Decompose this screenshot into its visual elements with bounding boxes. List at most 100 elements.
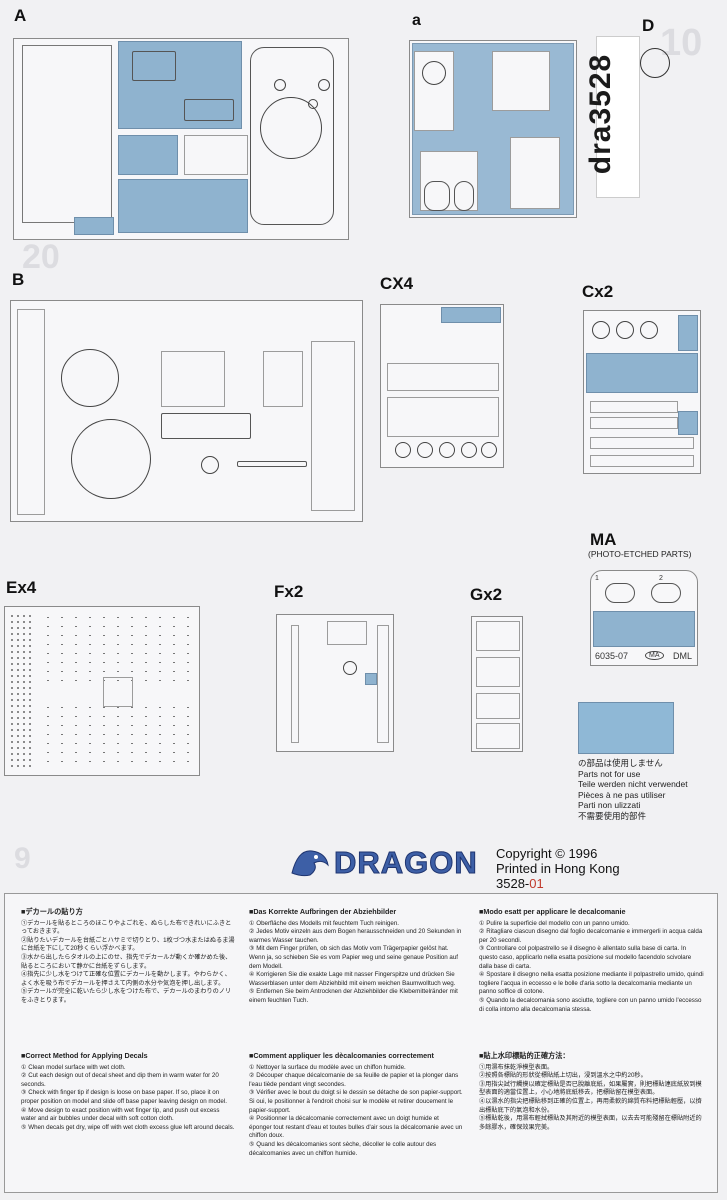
sprue-part xyxy=(41,613,191,683)
instruction-step: ③ Controllare col polpastrello se il dis… xyxy=(479,945,692,970)
sprue-part xyxy=(308,99,318,109)
product-code: 3528-01 xyxy=(496,876,620,891)
instruction-step: ⑤標貼乾後，用濕布輕拭標貼及其附近的模型表面，以去去可能殘留在標貼附近的多餘膠水… xyxy=(479,1115,702,1131)
not-for-use-it: Parti non ulizzati xyxy=(578,800,641,810)
background-number: 20 xyxy=(22,238,60,276)
fret-number-2: 2 xyxy=(659,575,663,582)
sprue-label-a: A xyxy=(14,6,27,25)
sprue-label-d: D xyxy=(642,16,655,35)
sprue-e-x4 xyxy=(4,606,200,776)
dragon-logo: DRAGON xyxy=(288,843,488,883)
sprue-part xyxy=(9,613,33,769)
printed-in-line: Printed in Hong Kong xyxy=(496,861,620,876)
instruction-step: ⑤ Entfernen Sie beim Antrocknen der Abzi… xyxy=(249,988,458,1004)
sprue-part xyxy=(590,455,694,467)
photo-etched-fret: 1 2 6035-07 MA DML xyxy=(590,570,698,666)
sprue-part xyxy=(476,657,520,687)
fret-ma-mark: MA xyxy=(645,651,664,660)
instruction-step: ①デカールを貼るところのほこりやよごれを、ぬらした布できれいにふきとっておきます… xyxy=(21,919,232,936)
sprue-part xyxy=(605,583,635,603)
instruction-step: ③ Vérifier avec le bout du doigt si le d… xyxy=(249,1089,463,1114)
sprue-a xyxy=(13,38,349,240)
instruction-step: ④ Positionner la décalcomanie correcteme… xyxy=(249,1115,463,1140)
sprue-part xyxy=(263,351,303,407)
background-number: 9 xyxy=(14,842,31,875)
sprue-part xyxy=(161,351,225,407)
parts-not-for-use-shade xyxy=(74,217,114,235)
ma-subtitle: (PHOTO-ETCHED PARTS) xyxy=(588,549,692,559)
sprue-part xyxy=(250,47,334,225)
instruction-step: ⑤ Quando la decalcomania sono asciutte, … xyxy=(479,996,702,1013)
instruction-step: ④ Move design to exact position with wet… xyxy=(21,1106,220,1123)
not-for-use-de: Teile werden nicht verwendet xyxy=(578,779,688,789)
instructions-german: ■Das Korrekte Aufbringen der Abziehbilde… xyxy=(249,907,463,1006)
not-for-use-fr: Pièces à ne pas utiliser xyxy=(578,789,666,800)
sprue-c-x2 xyxy=(583,310,701,474)
sprue-a-small xyxy=(409,40,577,218)
parts-not-for-use-shade xyxy=(118,41,242,129)
instruction-step: ③用指尖試行觸摸以確定標貼是否已脫離底紙，如果屬實，則把標貼連底紙放到模型表面的… xyxy=(479,1080,702,1097)
product-code-suffix: 01 xyxy=(529,876,544,891)
sprue-label-ex4: Ex4 xyxy=(6,578,37,597)
code-tag: dra3528 xyxy=(584,36,640,198)
sprue-label-fx2: Fx2 xyxy=(274,582,304,601)
instructions-title: ■Das Korrekte Aufbringen der Abziehbilde… xyxy=(249,907,397,916)
sprue-part xyxy=(616,321,634,339)
sprue-part xyxy=(17,309,45,515)
instruction-step: ① Oberfläche des Modells mit feuchtem Tu… xyxy=(249,919,399,927)
instructions-japanese: ■デカールの貼り方 ①デカールを貼るところのほこりやよごれを、ぬらした布できれい… xyxy=(21,907,235,1006)
sprue-part xyxy=(417,442,433,458)
parts-not-for-use-shade xyxy=(586,353,698,393)
instruction-step: ② Jedes Motiv einzeln aus dem Bogen hera… xyxy=(249,928,462,944)
sprue-part xyxy=(184,99,234,121)
instruction-step: ③ Check with finger tip if design is loo… xyxy=(21,1089,227,1105)
sprue-part xyxy=(291,625,299,743)
instruction-step: ③ Mit dem Finger prüfen, ob sich das Mot… xyxy=(249,945,459,970)
sprue-part xyxy=(377,625,389,743)
sprue-part xyxy=(274,79,286,91)
sprue-part xyxy=(237,461,307,467)
instruction-step: ②按照各標貼的形狀從標貼紙上切出，浸到溫水之中約20秒。 xyxy=(479,1072,647,1080)
sprue-label-cx2: Cx2 xyxy=(582,282,614,301)
instructions-title: ■Correct Method for Applying Decals xyxy=(21,1051,148,1060)
product-code-main: 3528- xyxy=(496,876,530,891)
sprue-b xyxy=(10,300,363,522)
instructions-italian: ■Modo esatt per applicare le decalcomani… xyxy=(479,907,705,1014)
sprue-label-gx2: Gx2 xyxy=(470,585,503,604)
instruction-step: ① Clean model surface with wet cloth. xyxy=(21,1063,126,1071)
sprue-part xyxy=(132,51,176,81)
sprue-part xyxy=(461,442,477,458)
instruction-step: ⑤デカールが完全に乾いたら少し水をつけた布で、デカールのまわりのノリをふきとりま… xyxy=(21,988,232,1004)
dragon-emblem-icon xyxy=(291,850,329,877)
sprue-part xyxy=(476,693,520,719)
instruction-step: ① Nettoyer la surface du modèle avec un … xyxy=(249,1063,406,1071)
not-for-use-swatch xyxy=(578,702,674,754)
instruction-step: ② Ritagliare ciascun disegno dal foglio … xyxy=(479,928,703,944)
instructions-title: ■貼上水印標貼的正確方法： xyxy=(479,1051,570,1060)
sprue-part xyxy=(387,363,499,391)
sprue-part xyxy=(61,349,119,407)
fret-dml: DML xyxy=(673,651,693,661)
sprue-part xyxy=(640,321,658,339)
code-tag-text: dra3528 xyxy=(584,53,618,175)
sprue-part xyxy=(184,135,248,175)
instruction-step: ①用濕布抹乾淨模型表面。 xyxy=(479,1063,554,1071)
sprue-part xyxy=(343,661,357,675)
instruction-step: ② Cut each design out of decal sheet and… xyxy=(21,1072,219,1088)
sprue-label-b: B xyxy=(12,270,25,289)
parts-not-for-use-shade xyxy=(678,411,698,435)
sprue-part xyxy=(454,181,474,211)
sprue-part xyxy=(592,321,610,339)
parts-not-for-use-shade xyxy=(118,135,178,175)
sprue-part xyxy=(439,442,455,458)
instructions-french: ■Comment appliquer les dècalcomanies cor… xyxy=(249,1051,463,1158)
sprue-part xyxy=(395,442,411,458)
not-for-use-en: Parts not for use xyxy=(578,768,641,779)
sprue-part xyxy=(311,341,355,511)
instructions-title: ■Modo esatt per applicare le decalcomani… xyxy=(479,907,626,916)
sprue-part xyxy=(510,137,560,209)
instruction-step: ⑤ Quand les décalcomanies sont sèche, dé… xyxy=(249,1140,437,1157)
parts-not-for-use-shade xyxy=(118,179,248,233)
sprue-part xyxy=(651,583,681,603)
instruction-step: ⑤ When decals get dry, wipe off with wet… xyxy=(21,1123,235,1131)
